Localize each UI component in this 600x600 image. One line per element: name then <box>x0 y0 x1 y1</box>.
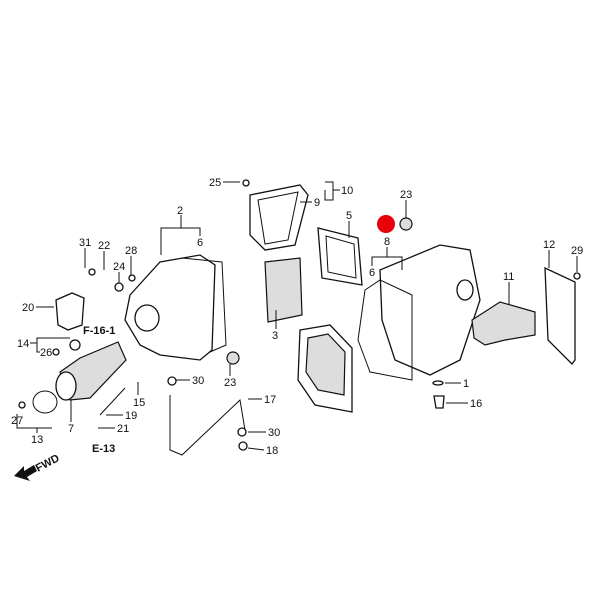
label-27: 27 <box>11 415 23 427</box>
label-18: 18 <box>266 445 278 457</box>
part-number-labels: 25 10 9 2 6 5 23 8 6 31 22 28 24 20 F-16… <box>11 177 583 457</box>
label-10: 10 <box>341 185 353 197</box>
label-26: 26 <box>40 347 52 359</box>
fwd-label: FWD <box>34 452 62 474</box>
label-20: 20 <box>22 302 34 314</box>
label-30: 30 <box>268 427 280 439</box>
label-2: 2 <box>177 205 183 217</box>
label-8: 8 <box>384 236 390 248</box>
label-30: 30 <box>192 375 204 387</box>
filter-lower-cover <box>297 324 353 413</box>
air-cleaner-case <box>357 244 481 381</box>
filter-frame <box>317 227 363 286</box>
air-filter-element <box>264 257 303 323</box>
label-23: 23 <box>400 189 412 201</box>
label-24: 24 <box>113 261 125 273</box>
label-13: 13 <box>31 434 43 446</box>
label-14: 14 <box>17 338 29 350</box>
label-16: 16 <box>470 398 482 410</box>
label-25: 25 <box>209 177 221 189</box>
resonator-box <box>55 292 85 331</box>
ref-e-13: E-13 <box>92 443 115 455</box>
forward-direction-indicator: FWD <box>14 452 62 481</box>
forward-arrow-icon <box>14 465 37 481</box>
label-6: 6 <box>369 267 375 279</box>
label-31: 31 <box>79 237 91 249</box>
highlight-marker[interactable] <box>377 215 395 233</box>
ref-f-16-1: F-16-1 <box>83 325 115 337</box>
label-28: 28 <box>125 245 137 257</box>
band-clamp <box>32 390 58 414</box>
label-22: 22 <box>98 240 110 252</box>
label-9: 9 <box>314 197 320 209</box>
label-3: 3 <box>272 330 278 342</box>
drain-tube <box>99 387 246 456</box>
label-29: 29 <box>571 245 583 257</box>
label-6: 6 <box>197 237 203 249</box>
filter-cover-gasket <box>249 184 309 251</box>
label-1: 1 <box>463 378 469 390</box>
intake-duct <box>471 301 536 346</box>
leader-lines <box>16 181 578 451</box>
label-15: 15 <box>133 397 145 409</box>
air-cleaner-housing-left <box>124 254 227 361</box>
label-11: 11 <box>503 271 514 283</box>
label-19: 19 <box>125 410 137 422</box>
label-5: 5 <box>346 210 352 222</box>
label-12: 12 <box>543 239 555 251</box>
side-cover-plate <box>544 266 576 365</box>
label-23: 23 <box>224 377 236 389</box>
label-7: 7 <box>68 423 74 435</box>
label-17: 17 <box>264 394 276 406</box>
intake-tube <box>55 341 127 401</box>
small-fasteners <box>18 179 581 451</box>
label-21: 21 <box>117 423 129 435</box>
